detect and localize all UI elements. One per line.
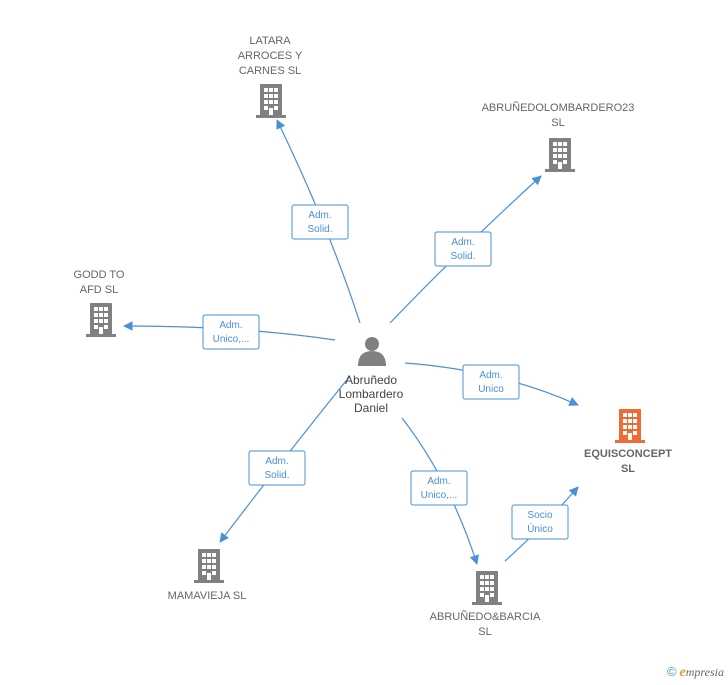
edge-label-text: Adm. — [427, 476, 450, 487]
edge-label-text: Solid. — [264, 470, 289, 481]
edge-label-abrunedolombardero23[interactable]: Adm. Solid. — [434, 231, 492, 267]
building-icon — [615, 409, 645, 443]
edge-label-text: Adm. — [451, 237, 474, 248]
brand-name: mpresia — [685, 665, 724, 679]
edge-label-box — [248, 450, 306, 486]
edge-label-text: Único — [527, 522, 553, 535]
edge-label-text: Adm. — [265, 456, 288, 467]
company-label-line: SL — [478, 626, 491, 638]
company-label-line: MAMAVIEJA SL — [168, 590, 247, 602]
edge-label-equisconcept[interactable]: Adm. Unico — [462, 364, 520, 400]
edge-label-latara[interactable]: Adm. Solid. — [291, 204, 349, 240]
edge-label-text: Adm. — [219, 320, 242, 331]
company-label-line: ABRUÑEDO&BARCIA — [430, 610, 541, 623]
edge-label-box — [410, 470, 468, 506]
edge-label-text: Adm. — [308, 210, 331, 221]
building-icon — [256, 84, 286, 118]
company-label-line: ARROCES Y — [238, 50, 303, 62]
building-icon — [194, 549, 224, 583]
brand-watermark: ©empresia — [667, 664, 724, 681]
company-label-line: CARNES SL — [239, 65, 301, 77]
edge-label-text: Solid. — [450, 251, 475, 262]
edge-label-abrunedobarcia[interactable]: Adm. Unico,... — [410, 470, 468, 506]
edge-label-text: Solid. — [307, 224, 332, 235]
company-label-line: AFD SL — [80, 284, 119, 296]
company-node-equisconcept[interactable]: EQUISCONCEPT SL — [584, 409, 672, 475]
edge-label-text: Adm. — [479, 370, 502, 381]
brand-initial: e — [679, 665, 686, 680]
edge-label-box — [434, 231, 492, 267]
copyright-symbol: © — [666, 664, 677, 679]
company-label-line: ABRUÑEDOLOMBARDERO23 — [482, 101, 635, 114]
edge-label-box — [202, 314, 260, 350]
company-label-line: EQUISCONCEPT — [584, 448, 672, 460]
company-label-line: GODD TO — [74, 269, 125, 281]
company-label-line: SL — [621, 463, 635, 475]
edge-label-mamavieja[interactable]: Adm. Solid. — [248, 450, 306, 486]
building-icon — [472, 571, 502, 605]
person-name-line: Lombardero — [339, 387, 404, 401]
company-node-mamavieja[interactable]: MAMAVIEJA SL — [168, 549, 247, 602]
person-name-line: Abruñedo — [345, 373, 397, 387]
edge-label-text: Unico — [478, 384, 504, 395]
building-icon — [86, 303, 116, 337]
edge-label-text: Unico,... — [213, 334, 250, 345]
building-icon — [545, 138, 575, 172]
edge-label-text: Socio — [527, 510, 552, 521]
company-node-goddtoafd[interactable]: GODD TO AFD SL — [74, 269, 125, 337]
company-node-latara[interactable]: LATARA ARROCES Y CARNES SL — [238, 35, 303, 118]
company-label-line: SL — [551, 117, 564, 129]
edge-label-text: Unico,... — [421, 490, 458, 501]
edge-label-goddtoafd[interactable]: Adm. Unico,... — [202, 314, 260, 350]
company-node-abrunedobarcia[interactable]: ABRUÑEDO&BARCIA SL — [430, 571, 541, 638]
person-name-line: Daniel — [354, 401, 388, 415]
edge-label-box — [511, 504, 569, 540]
person-icon — [358, 337, 386, 366]
edge-label-box — [462, 364, 520, 400]
edge-label-box — [291, 204, 349, 240]
company-label-line: LATARA — [249, 35, 291, 47]
